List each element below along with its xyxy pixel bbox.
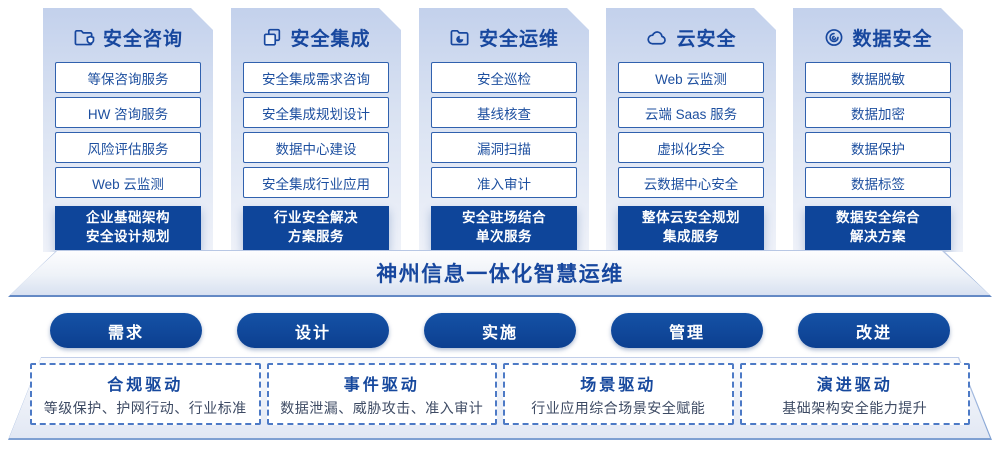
card-header: 安全集成 (231, 20, 401, 54)
card-items: Web 云监测 云端 Saas 服务 虚拟化安全 云数据中心安全 (606, 54, 776, 198)
service-item: Web 云监测 (55, 167, 201, 198)
platform-banner: 神州信息一体化智慧运维 (8, 250, 992, 297)
service-item: 安全集成需求咨询 (243, 62, 389, 93)
service-card-cloud-security: 云安全 Web 云监测 云端 Saas 服务 虚拟化安全 云数据中心安全 整体云… (606, 8, 776, 252)
footer-line: 安全设计规划 (86, 229, 170, 244)
footer-line: 行业安全解决 (274, 210, 358, 226)
card-footer: 整体云安全规划 集成服务 (618, 206, 764, 250)
card-items: 安全集成需求咨询 安全集成规划设计 数据中心建设 安全集成行业应用 (231, 54, 401, 198)
card-header: 云安全 (606, 20, 776, 54)
card-title: 安全运维 (478, 28, 559, 50)
service-item: Web 云监测 (618, 62, 764, 93)
card-items: 等保咨询服务 HW 咨询服务 风险评估服务 Web 云监测 (43, 54, 213, 198)
fingerprint-icon (823, 27, 845, 48)
footer-line: 集成服务 (663, 229, 719, 244)
card-title: 数据安全 (852, 28, 933, 50)
service-item: 等保咨询服务 (55, 62, 201, 93)
copy-documents-icon (261, 27, 283, 48)
card-footer: 安全驻场结合 单次服务 (431, 206, 577, 250)
driver-desc: 基础架构安全能力提升 (782, 399, 928, 416)
service-item: 基线核查 (431, 97, 577, 128)
cloud-icon (645, 27, 669, 48)
service-item: 虚拟化安全 (618, 132, 764, 163)
driver-boxes: 合规驱动 等级保护、护网行动、行业标准 事件驱动 数据泄漏、威胁攻击、准入审计 … (30, 363, 970, 425)
footer-line: 安全驻场结合 (462, 210, 546, 226)
card-title: 安全咨询 (102, 28, 183, 50)
folder-shield-icon (73, 27, 96, 48)
service-item: 数据保护 (805, 132, 951, 163)
phase-pill-improvement: 改进 (798, 313, 950, 348)
service-item: 准入审计 (431, 167, 577, 198)
phase-pill-management: 管理 (611, 313, 763, 348)
platform-banner-title: 神州信息一体化智慧运维 (376, 263, 624, 286)
driver-title: 场景驱动 (580, 376, 657, 394)
card-footer: 数据安全综合 解决方案 (805, 206, 951, 250)
footer-line: 单次服务 (476, 229, 532, 244)
card-header: 安全咨询 (43, 20, 213, 54)
driver-title: 演进驱动 (816, 376, 893, 394)
footer-line: 整体云安全规划 (642, 210, 740, 226)
service-item: 安全巡检 (431, 62, 577, 93)
platform-banner-surface: 神州信息一体化智慧运维 (9, 251, 990, 295)
service-item: 数据加密 (805, 97, 951, 128)
service-item: 风险评估服务 (55, 132, 201, 163)
card-header: 数据安全 (793, 20, 963, 54)
service-card-security-operations: 安全运维 安全巡检 基线核查 漏洞扫描 准入审计 安全驻场结合 单次服务 (419, 8, 589, 252)
phase-pills: 需求 设计 实施 管理 改进 (50, 313, 950, 348)
driver-desc: 行业应用综合场景安全赋能 (531, 399, 706, 416)
card-items: 安全巡检 基线核查 漏洞扫描 准入审计 (419, 54, 589, 198)
driver-title: 合规驱动 (107, 376, 184, 394)
footer-line: 方案服务 (288, 229, 344, 244)
service-item: 数据中心建设 (243, 132, 389, 163)
driver-desc: 数据泄漏、威胁攻击、准入审计 (280, 399, 484, 416)
card-title: 安全集成 (290, 28, 371, 50)
driver-desc: 等级保护、护网行动、行业标准 (43, 399, 247, 416)
card-header: 安全运维 (419, 20, 589, 54)
driver-box-scenario: 场景驱动 行业应用综合场景安全赋能 (503, 363, 734, 425)
service-item: HW 咨询服务 (55, 97, 201, 128)
service-card-data-security: 数据安全 数据脱敏 数据加密 数据保护 数据标签 数据安全综合 解决方案 (793, 8, 963, 252)
footer-line: 企业基础架构 (86, 210, 170, 226)
phase-pill-implementation: 实施 (424, 313, 576, 348)
service-item: 漏洞扫描 (431, 132, 577, 163)
driver-box-incident: 事件驱动 数据泄漏、威胁攻击、准入审计 (266, 363, 497, 425)
service-card-security-integration: 安全集成 安全集成需求咨询 安全集成规划设计 数据中心建设 安全集成行业应用 行… (231, 8, 401, 252)
service-item: 云端 Saas 服务 (618, 97, 764, 128)
driver-title: 事件驱动 (343, 376, 420, 394)
folder-pie-icon (449, 27, 472, 48)
service-item: 数据标签 (805, 167, 951, 198)
card-title: 云安全 (676, 28, 737, 50)
card-footer: 企业基础架构 安全设计规划 (55, 206, 201, 250)
card-footer: 行业安全解决 方案服务 (243, 206, 389, 250)
footer-line: 数据安全综合 (836, 210, 920, 226)
service-item: 数据脱敏 (805, 62, 951, 93)
service-item: 安全集成规划设计 (243, 97, 389, 128)
service-card-security-consulting: 安全咨询 等保咨询服务 HW 咨询服务 风险评估服务 Web 云监测 企业基础架… (43, 8, 213, 252)
phase-pill-design: 设计 (237, 313, 389, 348)
footer-line: 解决方案 (850, 229, 906, 244)
driver-box-evolution: 演进驱动 基础架构安全能力提升 (739, 363, 970, 425)
phase-pill-requirement: 需求 (50, 313, 202, 348)
service-item: 云数据中心安全 (618, 167, 764, 198)
service-item: 安全集成行业应用 (243, 167, 389, 198)
card-items: 数据脱敏 数据加密 数据保护 数据标签 (793, 54, 963, 198)
driver-box-compliance: 合规驱动 等级保护、护网行动、行业标准 (30, 363, 261, 425)
